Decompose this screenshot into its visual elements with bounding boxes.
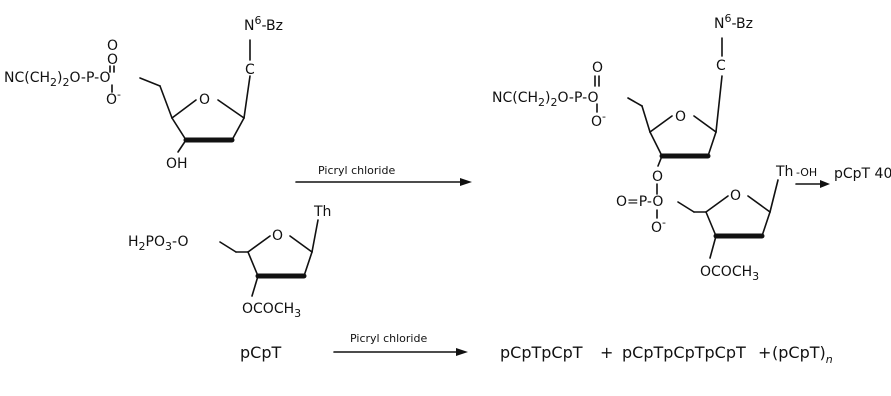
r1-nc-group: NC(CH2)2O-P-O [4,70,111,89]
r1-oxo-top: O [107,38,118,54]
poly-plus-1: + [600,343,613,362]
r1-base-c: C [245,62,255,78]
p-link-oxygen: O [652,169,663,185]
poly-product-a: pCpTpCpT [500,343,583,362]
r1-ring-oxygen: O [199,92,210,108]
p-link-phosphate: O=P-O [616,194,663,210]
poly-start: pCpT [240,343,281,362]
arrow-1-reagent: Picryl chloride [318,164,395,177]
r1-oxy-minus: O- [106,88,121,108]
r2-phosphate: H2PO3-O [128,234,188,253]
poly-product-b: pCpTpCpTpCpT [622,343,746,362]
p-base-c: C [716,58,726,74]
r1-base-n6bz: N6-Bz [244,14,283,34]
p-oxy-minus: O- [591,110,606,130]
p-nc-group: NC(CH2)2O-P-O [492,90,599,109]
p-ring-oxygen: O [675,109,686,125]
r2-ester: OCOCH3 [242,301,301,320]
arrow-2-reagent: -OH [796,166,817,179]
reactant-1-nucleoside: NC(CH2)2O-P-O O O O- O C N6-Bz OH [4,14,283,172]
r1-oxo: O [107,52,118,68]
poly-reagent: Picryl chloride [350,332,427,345]
p-oxo: O [592,60,603,76]
p-ring2-oxygen: O [730,188,741,204]
poly-plus-2: + [758,343,771,362]
product-dinucleotide: NC(CH2)2O-P-O O O- O C N6-Bz O O=P-O O- … [492,12,793,283]
arrow-1: Picryl chloride [295,164,472,186]
arrow-2: -OH [795,166,830,188]
p-ester: OCOCH3 [700,264,759,283]
reactant-2-thymidine: H2PO3-O O Th OCOCH3 [128,204,331,320]
result-pcpt-yield: pCpT 40% [834,166,891,182]
r1-hydroxyl: OH [166,156,188,172]
polymerization-scheme: pCpT Picryl chloride pCpTpCpT + pCpTpCpT… [240,332,833,366]
poly-product-c: (pCpT)n [772,343,833,366]
p-base-n6bz: N6-Bz [714,12,753,32]
r2-base-th: Th [313,204,331,220]
p-link-oxy-minus: O- [651,216,666,236]
r2-ring-oxygen: O [272,228,283,244]
p-base2-th: Th [775,164,793,180]
